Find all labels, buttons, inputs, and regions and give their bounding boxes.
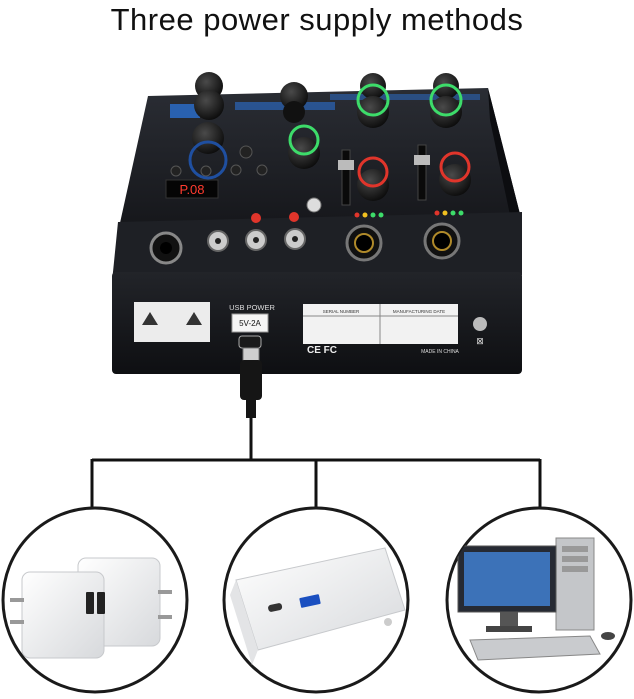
monitor-screen [464, 552, 550, 606]
display-readout: P.08 [179, 182, 204, 197]
usb-spec-box [231, 313, 269, 333]
audio-mixer: P.08 [112, 72, 522, 374]
desktop-computer-option [445, 506, 633, 694]
manufacturing-date-label: MANUFACTURING DATE [393, 309, 445, 314]
knob-green [356, 73, 390, 128]
blue-accent [330, 94, 480, 100]
xlr-combo-jack [345, 222, 461, 262]
usb-a-port [299, 594, 321, 608]
fader-cap [338, 160, 354, 170]
ce-fc-mark: CE FC [307, 345, 337, 356]
knob-red [357, 156, 389, 201]
fader-slot [417, 144, 427, 201]
led-meter [354, 210, 464, 218]
screw [473, 317, 487, 331]
usb-port [86, 592, 94, 614]
usb-spec: 5V-2A [239, 319, 261, 328]
keyboard [469, 635, 601, 661]
button-row [170, 145, 322, 213]
usb-power-label: USB POWER [229, 303, 275, 312]
display-screen [165, 179, 219, 199]
jack-6.35 [149, 231, 183, 265]
knob-green [429, 73, 463, 128]
page-title: Three power supply methods [110, 2, 524, 37]
fader-cap [414, 155, 430, 165]
usb-port [97, 592, 105, 614]
usb-port [238, 335, 262, 349]
power-bank-option [222, 506, 410, 694]
blue-accent [170, 104, 200, 118]
fader-slot [341, 149, 351, 206]
usb-cable [240, 347, 262, 460]
knob [280, 82, 308, 123]
pc-tower [555, 537, 595, 631]
knob-green [288, 124, 320, 169]
knob-red [439, 151, 471, 196]
weee-bin-icon: ⊠ [476, 336, 484, 346]
knob [188, 72, 228, 180]
connector-lines [90, 458, 542, 508]
mixer-front-rim [112, 212, 522, 282]
made-in-label: MADE IN CHINA [421, 349, 459, 355]
mouse [601, 632, 615, 640]
serial-number-label: SERIAL NUMBER [323, 309, 360, 314]
wall-charger-option [1, 506, 189, 694]
usb-c-port [268, 603, 283, 612]
rca-jack [207, 212, 306, 252]
